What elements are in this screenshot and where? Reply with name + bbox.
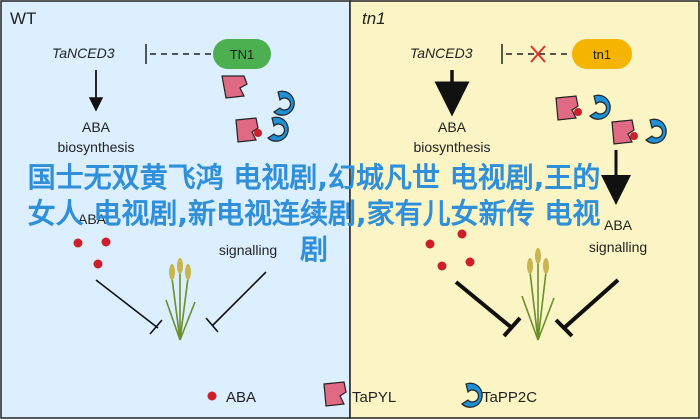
tn1-biosynthesis-label: biosynthesis xyxy=(413,139,490,155)
tn1-signalling-aba-label: ABA xyxy=(604,217,633,233)
tn1-wheat-ears-icon xyxy=(527,248,549,274)
legend-aba-label: ABA xyxy=(226,389,256,406)
tn1-aba-dot-complex-2 xyxy=(630,132,638,140)
wt-inhibit-left-bar xyxy=(149,319,163,335)
tn1-pill-label: tn1 xyxy=(593,47,611,62)
wt-biosynthesis-label: biosynthesis xyxy=(57,139,134,155)
tn1-pp2c-icon-1 xyxy=(589,94,611,120)
tn1-signalling-label: signalling xyxy=(589,239,647,255)
tn1-inhibit-left xyxy=(454,280,514,330)
wt-aba-label: ABA xyxy=(82,119,111,135)
legend: ABA TaPYL TaPP2C xyxy=(207,381,537,408)
tn1-pyl-icon-2 xyxy=(611,119,635,145)
wt-inhibit-left xyxy=(95,279,159,329)
wt-aba-dot-1 xyxy=(73,238,83,248)
legend-tapp2c-icon xyxy=(461,382,483,408)
wt-gene-label: TaNCED3 xyxy=(52,45,115,61)
wt-aba-dot-complex xyxy=(254,129,262,137)
tn1-wheat-plant-icon xyxy=(521,262,555,341)
wt-panel xyxy=(0,0,351,419)
wt-inhibit-right xyxy=(211,271,267,327)
legend-tapyl-icon xyxy=(323,381,347,407)
wt-title: WT xyxy=(10,9,36,28)
tn1-aba-dot-3 xyxy=(465,257,475,267)
tn1-pp2c-icon-2 xyxy=(645,118,667,144)
wt-pyl-icon-1 xyxy=(221,75,248,99)
wt-pyl-icon-2 xyxy=(235,117,259,143)
tn1-inhibit-left-bar xyxy=(502,316,522,338)
tn1-cross-icon-b xyxy=(530,45,546,63)
tn1-panel xyxy=(349,0,700,419)
legend-tapyl-label: TaPYL xyxy=(352,389,396,406)
legend-tapp2c-label: TaPP2C xyxy=(482,389,537,406)
tn1-pill xyxy=(572,39,632,69)
tn1-title: tn1 xyxy=(362,9,386,28)
tn1-inhibit-right-bar xyxy=(554,318,574,338)
wt-wheat-plant-icon xyxy=(165,272,196,341)
wt-tn1-pill-label: TN1 xyxy=(230,47,255,62)
tn1-aba-dot-complex-1 xyxy=(574,108,582,116)
wt-signalling-label: signalling xyxy=(219,242,277,258)
tn1-aba-dot-2 xyxy=(457,229,467,239)
watermark-overlay-text: 国士无双黄飞鸿 电视剧,幻城凡世 电视剧,王的女人 电视剧,新电视连续剧,家有儿… xyxy=(27,161,601,266)
tn1-aba-label: ABA xyxy=(438,119,467,135)
tn1-inhibit-right xyxy=(562,278,620,330)
wt-aba-dot-3 xyxy=(93,259,103,269)
legend-aba-dot-icon xyxy=(207,391,217,401)
wt-aba-dot-2 xyxy=(101,237,111,247)
wt-tn1-pill xyxy=(213,39,271,69)
tn1-gene-label: TaNCED3 xyxy=(410,45,473,61)
tn1-aba-dot-1 xyxy=(425,239,435,249)
tn1-aba-dot-4 xyxy=(437,261,447,271)
wt-pp2c-icon-1 xyxy=(273,90,295,116)
wt-pp2c-icon-2 xyxy=(267,116,289,142)
wt-aba-bottom-label: ABA xyxy=(78,211,107,227)
wt-inhibit-right-bar xyxy=(205,317,219,333)
wt-wheat-ears-icon xyxy=(169,258,191,280)
tn1-pyl-icon-1 xyxy=(555,95,579,121)
